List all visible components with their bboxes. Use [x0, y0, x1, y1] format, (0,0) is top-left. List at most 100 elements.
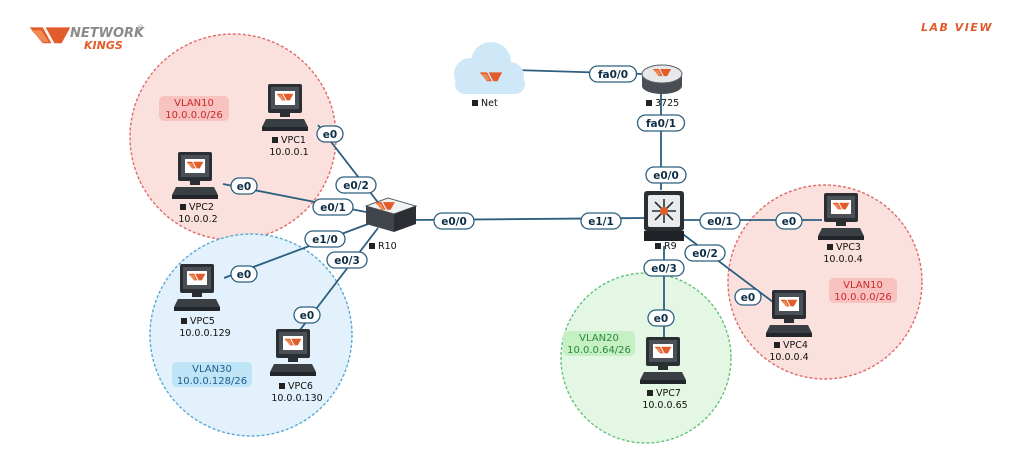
interface-label-text: e0 [782, 216, 796, 228]
interface-label-vpc3-e: e0 [775, 212, 803, 230]
vpc5-ip: 10.0.0.129 [179, 328, 230, 339]
vpc1[interactable]: VPC1 10.0.0.1 [262, 84, 309, 158]
interface-label-r10-vpc6: e0/3 [326, 251, 368, 269]
brand-mark-icon [29, 27, 71, 44]
interface-label-text: e0 [323, 129, 337, 141]
interface-label-r9-vpc7: e0/3 [643, 259, 685, 277]
interface-label-net-3725: fa0/0 [588, 65, 638, 83]
interface-label-r10-vpc2: e0/1 [312, 198, 354, 216]
vpc1-name: VPC1 [281, 135, 306, 146]
r9-label: R9 [664, 241, 677, 252]
vpc1-square-icon [272, 137, 278, 143]
router-r9[interactable]: R9 [644, 191, 684, 252]
interface-label-text: e0/2 [343, 180, 369, 192]
interface-label-text: e0/3 [651, 263, 677, 275]
interface-label-vpc5-e: e0 [230, 265, 258, 283]
computer-icon [262, 84, 308, 131]
link-r9-vpc4 [679, 231, 778, 306]
interface-label-r9-up: e0/0 [645, 166, 687, 184]
vlan10-right-label: VLAN10 10.0.0.0/26 [829, 278, 897, 303]
router-icon [641, 64, 683, 94]
vpc4-name: VPC4 [783, 340, 808, 351]
interface-label-vpc4-e: e0 [734, 288, 762, 306]
interface-label-text: e0 [300, 310, 314, 322]
brand-registered: ® [137, 24, 144, 32]
vlan20-name: VLAN20 [579, 333, 619, 344]
lab-view-title: LAB VIEW [921, 21, 993, 34]
vlan10-right-name: VLAN10 [843, 280, 883, 291]
vpc3-ip: 10.0.0.4 [823, 254, 862, 265]
interface-label-r9-vpc4: e0/2 [684, 244, 726, 262]
r9-square-icon [655, 243, 661, 249]
brand-line2: KINGS [84, 39, 123, 52]
interface-label-text: e0/1 [320, 202, 346, 214]
vpc2-square-icon [180, 204, 186, 210]
switch-icon [364, 197, 418, 232]
vpc7[interactable]: VPC7 10.0.0.65 [640, 337, 688, 411]
vpc2[interactable]: VPC2 10.0.0.2 [172, 152, 218, 225]
vpc4-square-icon [774, 342, 780, 348]
interface-label-vpc1-e: e0 [316, 125, 344, 143]
interface-label-text: fa0/1 [646, 118, 676, 130]
vlan10-left-network: 10.0.0.0/26 [165, 110, 222, 121]
interface-label-text: e0 [741, 292, 755, 304]
interface-label-text: e0/0 [441, 216, 467, 228]
vpc7-ip: 10.0.0.65 [642, 400, 687, 411]
interface-label-r10-right: e0/0 [433, 212, 475, 230]
computer-icon [270, 329, 316, 376]
vlan30-network: 10.0.0.128/26 [177, 376, 247, 387]
vpc6[interactable]: VPC6 10.0.0.130 [270, 329, 323, 404]
brand-logo: NETWORK KINGS ® [29, 24, 145, 52]
vlan20-label: VLAN20 10.0.0.64/26 [563, 331, 635, 356]
interface-label-text: e0 [654, 313, 668, 325]
interface-label-text: e0/0 [653, 170, 679, 182]
vpc6-name: VPC6 [288, 381, 313, 392]
interface-label-text: e1/0 [312, 234, 338, 246]
vlan30-name: VLAN30 [192, 364, 232, 375]
router-3725[interactable]: 3725 [641, 64, 683, 109]
interface-label-text: e1/1 [588, 216, 614, 228]
interface-label-vpc7-e: e0 [647, 309, 675, 327]
computer-icon [766, 290, 812, 337]
interface-label-text: e0/1 [707, 216, 733, 228]
computer-icon [172, 152, 218, 199]
computer-icon [640, 337, 686, 384]
vpc5-square-icon [181, 318, 187, 324]
interface-label-text: e0 [237, 181, 251, 193]
vpc6-ip: 10.0.0.130 [271, 393, 322, 404]
net-square-icon [472, 100, 478, 106]
vpc5-name: VPC5 [190, 316, 215, 327]
vpc3[interactable]: VPC3 10.0.0.4 [818, 193, 864, 265]
vlan30-label: VLAN30 10.0.0.128/26 [172, 362, 252, 387]
vpc2-name: VPC2 [189, 202, 214, 213]
interface-label-text: e0/2 [692, 248, 718, 260]
vlan10-right-network: 10.0.0.0/26 [834, 292, 891, 303]
router-r10[interactable]: R10 [364, 197, 418, 252]
r10-square-icon [369, 243, 375, 249]
interface-label-r3725-down: fa0/1 [636, 114, 686, 132]
cloud-icon [454, 42, 525, 94]
vpc5[interactable]: VPC5 10.0.0.129 [174, 264, 231, 339]
vlan10-left-name: VLAN10 [174, 98, 214, 109]
computer-icon [818, 193, 864, 240]
interface-label-text: e0 [237, 269, 251, 281]
interface-label-text: fa0/0 [598, 69, 628, 81]
vlan20-network: 10.0.0.64/26 [567, 345, 631, 356]
interface-label-vpc2-e: e0 [230, 177, 258, 195]
vpc3-name: VPC3 [836, 242, 861, 253]
multilayer-switch-icon [644, 191, 684, 241]
interface-label-text: e0/3 [334, 255, 360, 267]
vpc2-ip: 10.0.0.2 [178, 214, 217, 225]
interface-label-r10-vpc1: e0/2 [335, 176, 377, 194]
r10-label: R10 [378, 241, 397, 252]
vpc6-square-icon [279, 383, 285, 389]
r3725-label: 3725 [655, 98, 679, 109]
interface-labels: fa0/0 fa0/1 e0/0 e1/1 e0/0 e0/2 e0/1 e1/0 e0/3 e0… [230, 65, 803, 327]
net-cloud[interactable]: Net [454, 42, 525, 109]
vpc4-ip: 10.0.0.4 [769, 352, 808, 363]
vpc4[interactable]: VPC4 10.0.0.4 [766, 290, 812, 363]
vpc1-ip: 10.0.0.1 [269, 147, 308, 158]
vpc7-name: VPC7 [656, 388, 681, 399]
vlan10-left-label: VLAN10 10.0.0.0/26 [159, 96, 229, 121]
